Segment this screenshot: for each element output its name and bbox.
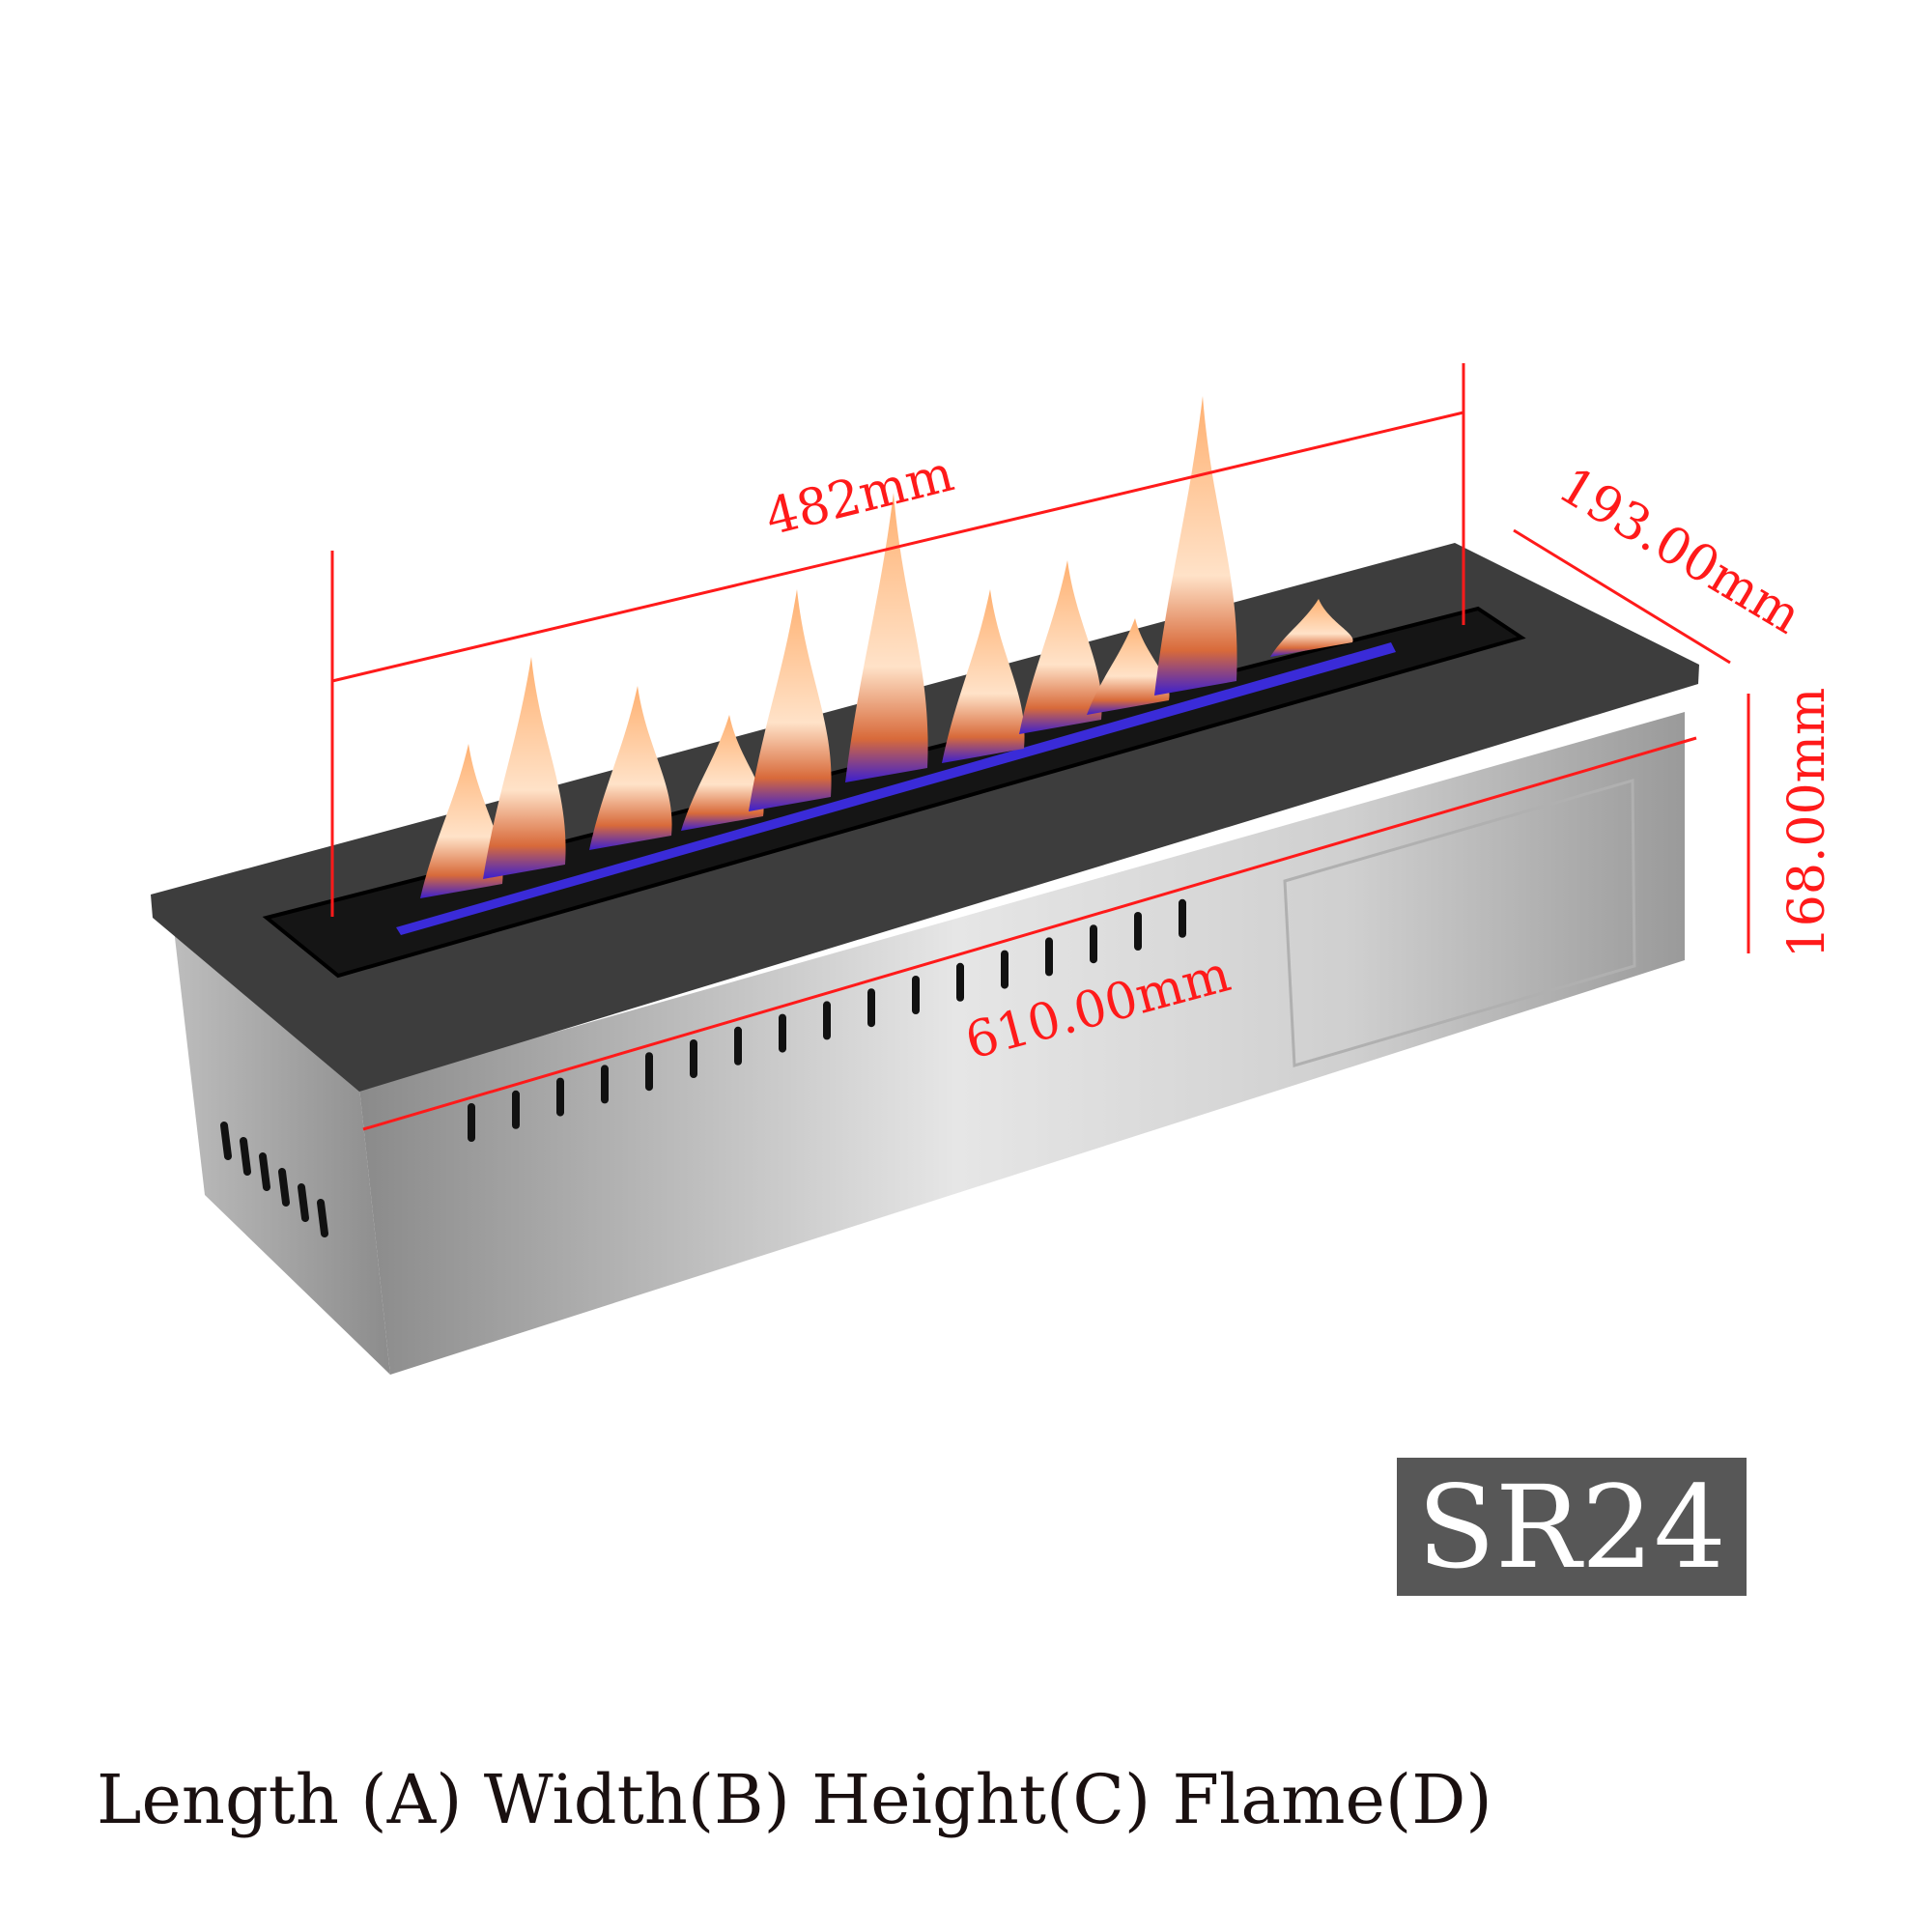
- vent-slot: [240, 1137, 251, 1176]
- flame: [420, 744, 503, 898]
- flame: [1270, 599, 1353, 657]
- width-line: [1513, 528, 1731, 665]
- vent-slot: [298, 1183, 309, 1222]
- flame: [749, 589, 832, 811]
- model-badge: SR24: [1397, 1458, 1747, 1596]
- flame: [483, 657, 566, 879]
- flame: [1087, 618, 1170, 715]
- flame: [1019, 560, 1102, 734]
- body-front: [359, 712, 1685, 1375]
- flame: [942, 589, 1025, 763]
- flame-length-line: [331, 411, 1464, 683]
- flame: [845, 493, 928, 782]
- length-line: [362, 736, 1697, 1131]
- flame: [1154, 396, 1237, 696]
- burner-blue-line: [396, 642, 1396, 935]
- dimension-lines: [330, 363, 1750, 1131]
- model-name: SR24: [1417, 1460, 1726, 1594]
- flame: [681, 715, 764, 831]
- body-left-side: [174, 929, 390, 1375]
- flame: [589, 686, 672, 850]
- access-panel: [1283, 779, 1636, 1067]
- vent-slots: [220, 898, 1186, 1237]
- flames: [420, 396, 1353, 898]
- height-label: 168.00mm: [1778, 688, 1836, 959]
- vent-slot: [317, 1199, 328, 1237]
- vent-slot: [259, 1152, 270, 1191]
- vent-slot: [278, 1168, 290, 1207]
- vent-slot: [220, 1122, 232, 1160]
- caption: Length (A) Width(B) Height(C) Flame(D): [97, 1760, 1492, 1839]
- flame-length-label: 482mm: [760, 444, 960, 547]
